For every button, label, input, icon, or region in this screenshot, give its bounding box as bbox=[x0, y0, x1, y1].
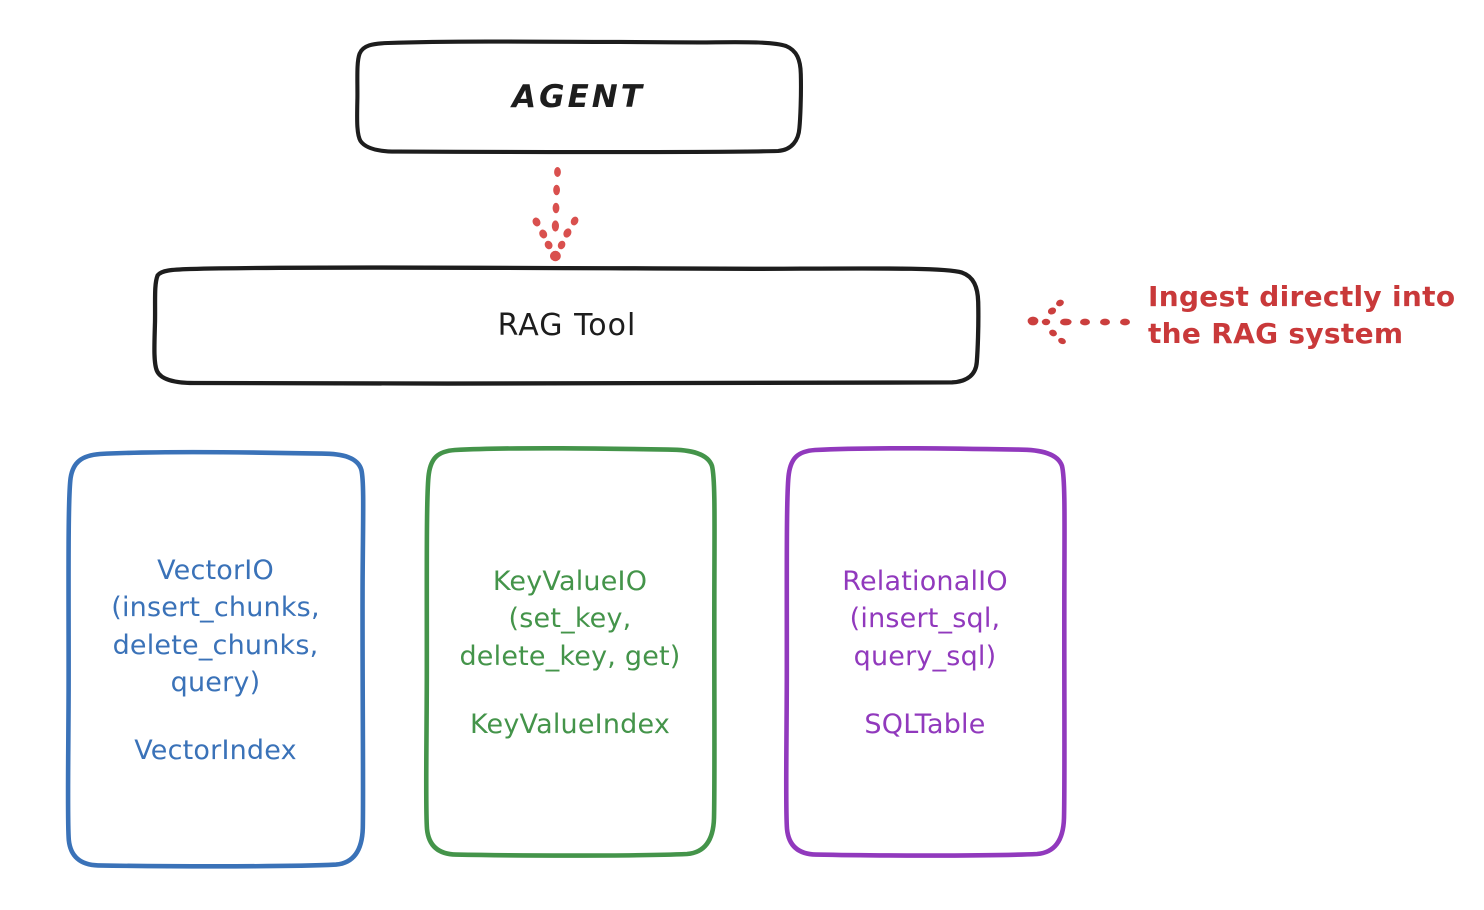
relational-io-node-shape[interactable] bbox=[783, 445, 1067, 858]
rag-tool-node-shape[interactable] bbox=[152, 265, 981, 386]
relational-io-api-label: RelationalIO (insert_sql, query_sql) bbox=[842, 566, 1008, 672]
vector-io-node[interactable]: VectorIO (insert_chunks, delete_chunks, … bbox=[68, 452, 363, 866]
key-value-io-node[interactable]: KeyValueIO (set_key, delete_key, get) Ke… bbox=[425, 448, 715, 855]
agent-node-shape[interactable] bbox=[355, 39, 803, 155]
connector-annotation-to-rag-tool bbox=[1027, 299, 1130, 345]
vector-io-node-shape[interactable] bbox=[65, 449, 366, 869]
key-value-index-label: KeyValueIndex bbox=[469, 708, 671, 740]
connector-agent-to-rag-tool bbox=[532, 167, 579, 262]
key-value-io-api-label: KeyValueIO (set_key, delete_key, get) bbox=[459, 566, 681, 672]
ingest-annotation-label: Ingest directly into the RAG system bbox=[1148, 280, 1456, 350]
key-value-io-node-shape[interactable] bbox=[423, 445, 717, 858]
vector-index-label: VectorIndex bbox=[134, 735, 297, 766]
vector-io-api-label: VectorIO (insert_chunks, delete_chunks, … bbox=[111, 555, 320, 698]
relational-io-node[interactable]: RelationalIO (insert_sql, query_sql) SQL… bbox=[785, 448, 1065, 855]
sql-table-label: SQLTable bbox=[864, 708, 986, 740]
agent-node-label: AGENT bbox=[512, 78, 645, 115]
rag-tool-node-label: RAG Tool bbox=[497, 307, 637, 343]
